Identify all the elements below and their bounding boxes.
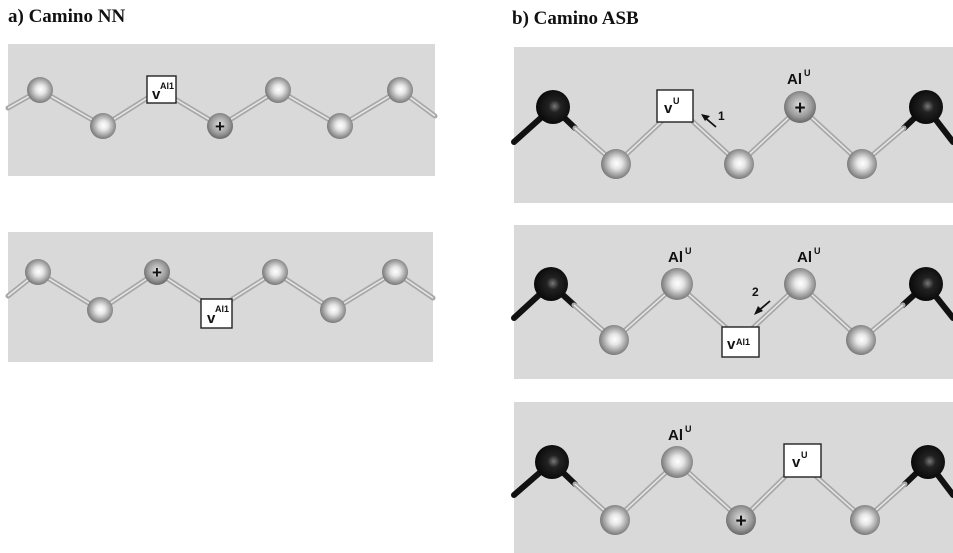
atom-moving	[784, 91, 816, 123]
al-u-label: Al U	[668, 424, 692, 444]
panel-b3: + Al U v U	[511, 402, 953, 553]
svg-text:Al: Al	[668, 427, 683, 444]
dark-atom	[535, 445, 569, 479]
atom	[661, 446, 693, 478]
atom-moving	[144, 259, 170, 285]
plus-mark: +	[152, 263, 162, 282]
svg-text:U: U	[685, 246, 692, 256]
atom	[87, 297, 113, 323]
svg-text:U: U	[804, 68, 811, 78]
al-u-label: Al U	[797, 246, 821, 266]
svg-text:Al: Al	[787, 71, 802, 88]
svg-text:U: U	[814, 246, 821, 256]
panel-a1: + v Al1	[5, 44, 438, 176]
dark-atom	[909, 267, 943, 301]
panel-a2: + v Al1	[5, 232, 436, 362]
atom	[724, 149, 754, 179]
plus-mark: +	[215, 117, 225, 136]
step-1-label: 1	[718, 109, 725, 123]
svg-text:v: v	[152, 86, 161, 103]
al-u-label: Al U	[787, 68, 811, 88]
atom-moving	[207, 113, 233, 139]
panel-b-title: b) Camino ASB	[512, 8, 639, 29]
atom	[600, 505, 630, 535]
vacancy-al1-box: v Al1	[200, 298, 233, 329]
svg-text:Al1: Al1	[736, 337, 750, 347]
atom	[265, 77, 291, 103]
atom	[25, 259, 51, 285]
dark-atom	[534, 267, 568, 301]
jump-arrow-1	[701, 114, 717, 128]
atom	[846, 325, 876, 355]
svg-text:Al1: Al1	[160, 81, 174, 91]
panel-b1: + Al U v U 1	[511, 47, 953, 203]
dark-atom	[536, 90, 570, 124]
atom	[850, 505, 880, 535]
atom	[784, 268, 816, 300]
vacancy-u-box: v U	[783, 443, 822, 478]
atom	[382, 259, 408, 285]
atom	[27, 77, 53, 103]
atom	[262, 259, 288, 285]
jump-arrow-2	[754, 300, 771, 315]
dark-atom	[911, 445, 945, 479]
svg-text:Al: Al	[668, 249, 683, 266]
svg-text:v: v	[727, 336, 736, 353]
plus-mark: +	[735, 511, 746, 532]
atom	[387, 77, 413, 103]
svg-text:U: U	[685, 424, 692, 434]
svg-text:Al1: Al1	[215, 304, 229, 314]
atom	[90, 113, 116, 139]
svg-text:U: U	[801, 450, 808, 460]
atom	[601, 149, 631, 179]
vacancy-al1-box: v Al1	[146, 75, 177, 104]
atom	[661, 268, 693, 300]
dark-atom	[909, 90, 943, 124]
panel-a-title: a) Camino NN	[8, 6, 126, 27]
svg-text:v: v	[664, 100, 673, 117]
atom-moving	[726, 505, 756, 535]
atom	[327, 113, 353, 139]
panel-a2-background	[8, 232, 433, 362]
vacancy-al1-box: v Al1	[721, 326, 760, 358]
atom	[599, 325, 629, 355]
vacancy-u-box: v U	[656, 89, 694, 123]
svg-text:v: v	[792, 454, 801, 471]
panel-b2: Al U Al U v Al1 2	[511, 225, 953, 379]
al-u-label: Al U	[668, 246, 692, 266]
atom	[320, 297, 346, 323]
plus-mark: +	[794, 98, 805, 119]
panel-b1-background	[514, 47, 953, 203]
step-2-label: 2	[752, 285, 759, 299]
atom	[847, 149, 877, 179]
svg-text:Al: Al	[797, 249, 812, 266]
svg-text:v: v	[207, 310, 216, 327]
svg-text:U: U	[673, 96, 680, 106]
